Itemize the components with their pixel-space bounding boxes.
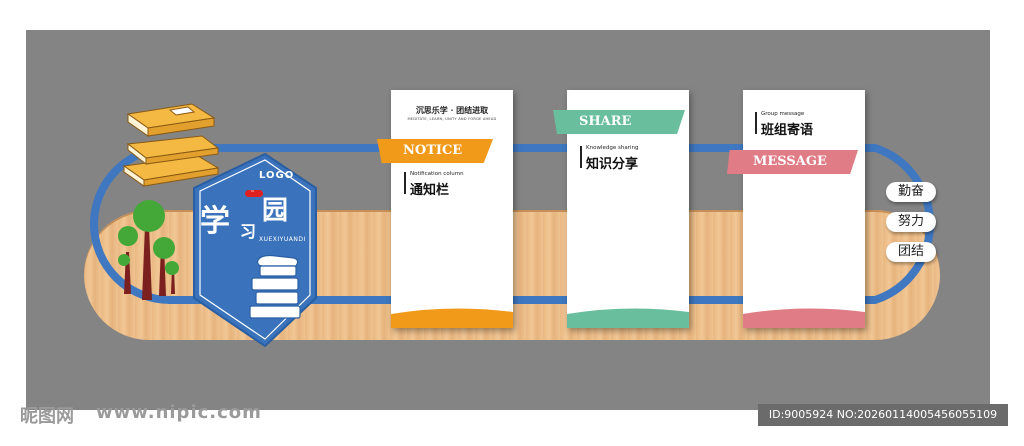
message-card xyxy=(743,90,865,328)
notice-ribbon: NOTICE xyxy=(377,139,493,163)
emblem-title-char-2: 习 xyxy=(240,222,257,241)
notice-card-footer xyxy=(391,308,513,328)
share-ribbon: SHARE xyxy=(553,110,685,134)
share-label-bar xyxy=(580,146,582,168)
notice-label-bar xyxy=(404,172,406,194)
message-label-bar xyxy=(755,112,757,134)
share-label-en: Knowledge sharing xyxy=(586,145,639,151)
notice-card: 沉思乐学 · 团结进取 MEDITATE, LEARN, UNITY AND F… xyxy=(391,90,513,328)
watermark-brand: 昵图网 xyxy=(20,406,74,427)
trees-icon xyxy=(118,200,179,300)
logo-badge xyxy=(245,190,263,197)
books-stack-icon xyxy=(122,103,220,187)
books-icon xyxy=(249,254,301,319)
message-label-en: Group message xyxy=(761,111,805,117)
motto-pill-1: 勤奋 xyxy=(886,182,936,202)
watermark-id: ID:9005924 NO:20260114005456055109 xyxy=(758,404,1008,426)
message-ribbon: MESSAGE xyxy=(727,150,858,174)
notice-label-cn: 通知栏 xyxy=(410,183,450,198)
notice-label-en: Notification column xyxy=(410,171,464,177)
share-label-cn: 知识分享 xyxy=(586,157,639,172)
notice-card-header-en: MEDITATE, LEARN, UNITY AND FORGE AHEAD xyxy=(407,117,497,121)
motto-pill-2: 努力 xyxy=(886,212,936,232)
message-label-cn: 班组寄语 xyxy=(761,123,814,138)
emblem-subtitle: XUEXIYUANDI xyxy=(259,236,306,243)
emblem-title-char-1: 学 xyxy=(200,204,230,239)
emblem-title-char-3: 园 xyxy=(262,196,289,226)
logo-text: LOGO xyxy=(259,170,295,181)
share-card-footer xyxy=(567,308,689,328)
logo-badge-text: ™ xyxy=(250,190,255,196)
motto-pill-3: 团结 xyxy=(886,242,936,262)
message-card-footer xyxy=(743,308,865,328)
watermark-url: www.nipic.com xyxy=(96,402,262,423)
notice-card-header: 沉思乐学 · 团结进取 xyxy=(415,105,489,115)
